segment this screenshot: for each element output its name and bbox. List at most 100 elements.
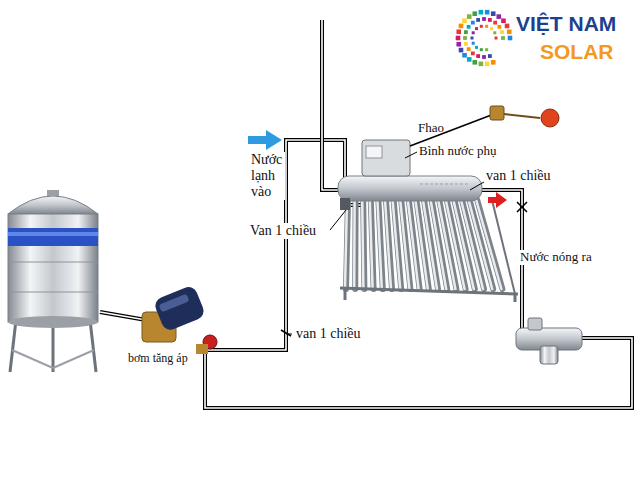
logo-square	[456, 36, 461, 41]
flow-label: Nước nóng ra	[520, 250, 592, 265]
logo-square	[472, 42, 475, 45]
solar-collector	[344, 288, 347, 300]
pipe-network	[100, 312, 146, 320]
vacuum-tube	[353, 200, 356, 289]
float-valve	[490, 106, 559, 127]
storage-tank	[10, 320, 16, 372]
vacuum-tube	[477, 200, 502, 289]
vacuum-tube	[378, 200, 382, 289]
vacuum-tube	[345, 200, 347, 289]
logo-square	[485, 25, 488, 28]
logo-square	[476, 54, 480, 58]
storage-tank	[47, 190, 59, 196]
storage-tank	[8, 196, 98, 214]
logo-square	[488, 18, 492, 22]
flow-arrows	[266, 130, 282, 150]
vacuum-tube	[352, 200, 358, 289]
logo-square	[463, 36, 467, 40]
logo-text: SOLAR	[540, 40, 614, 64]
vacuum-tube	[476, 200, 501, 289]
vacuum-tube	[371, 200, 374, 289]
vacuum-tube	[385, 200, 391, 289]
vacuum-tubes	[345, 200, 502, 289]
solar-collector	[338, 176, 518, 302]
part-label: van 1 chiều	[486, 168, 551, 184]
logo-square	[505, 24, 510, 29]
logo-square	[464, 30, 468, 34]
storage-tank	[8, 190, 98, 372]
leader-lines	[405, 152, 417, 158]
pipe-network	[100, 20, 632, 408]
logo-square	[480, 48, 483, 51]
vacuum-tube	[370, 200, 373, 289]
check-valves	[281, 198, 527, 336]
storage-tank	[52, 326, 55, 372]
pipe-network	[100, 312, 146, 320]
logo-square	[459, 48, 464, 53]
flow-arrows	[496, 192, 507, 208]
logo-square	[471, 37, 474, 40]
storage-tank	[53, 350, 94, 368]
leader-lines	[286, 334, 292, 335]
logo-square	[467, 25, 471, 29]
logo-square	[467, 14, 472, 19]
booster-pump	[153, 284, 207, 332]
logo-square	[493, 31, 496, 34]
logo-square	[472, 31, 475, 34]
booster-pump	[142, 284, 217, 354]
storage-tank	[8, 262, 98, 263]
logo-square	[485, 10, 490, 15]
leader-lines	[470, 182, 484, 190]
logo-square	[462, 18, 467, 23]
logo-square	[472, 60, 477, 65]
logo-square	[491, 11, 496, 16]
solar-collector	[492, 200, 515, 294]
pipe-network	[205, 140, 362, 350]
solar-collector	[338, 176, 482, 201]
logo-square	[508, 36, 513, 41]
part-label: bơm tăng áp	[128, 352, 188, 366]
logo-square	[476, 18, 480, 22]
storage-tank	[90, 320, 96, 372]
check-valves	[517, 202, 527, 212]
flow-arrows	[248, 136, 268, 144]
logo-square	[456, 29, 461, 34]
vacuum-tube	[363, 200, 364, 289]
storage-tank	[8, 316, 98, 328]
logo-square	[482, 55, 486, 59]
logo-square	[467, 57, 472, 62]
logo-square	[501, 36, 505, 40]
vacuum-tube	[362, 200, 363, 289]
logo-square	[488, 54, 492, 58]
mixer-tap	[516, 318, 582, 364]
auxiliary-tank	[362, 140, 410, 176]
logo-square	[497, 25, 501, 29]
leader-lines	[286, 152, 484, 334]
logo-square	[467, 47, 471, 51]
storage-tank	[12, 350, 53, 368]
storage-tank	[8, 228, 98, 246]
vacuum-tube	[377, 200, 381, 289]
solar-collector	[340, 288, 518, 294]
logo-square	[459, 24, 464, 29]
logo-square	[491, 60, 496, 65]
logo-square	[501, 18, 506, 23]
logo-square	[507, 29, 512, 34]
logo-mark	[456, 10, 513, 66]
vacuum-tube	[346, 200, 348, 289]
logo-square	[456, 42, 461, 47]
logo-square	[464, 42, 468, 46]
pipe-network	[205, 140, 362, 350]
logo-square	[500, 30, 504, 34]
storage-tank	[8, 232, 98, 236]
part-label: Van 1 chiều	[250, 223, 316, 239]
part-label: Bình nước phụ	[419, 144, 496, 159]
mixer-tap	[528, 318, 542, 330]
logo-square	[495, 37, 498, 40]
logo-text: VIỆT NAM	[516, 12, 616, 36]
float-valve	[541, 109, 559, 127]
logo-square	[493, 21, 497, 25]
logo-square	[485, 48, 488, 51]
booster-pump	[196, 344, 208, 354]
part-label: Fhao	[418, 121, 444, 136]
